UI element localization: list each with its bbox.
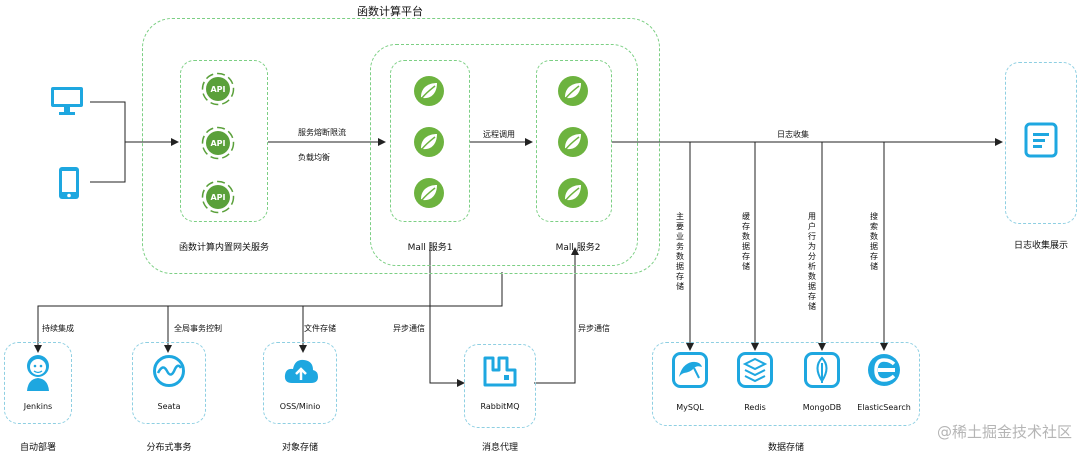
storage-item-mongodb: MongoDB: [802, 403, 842, 412]
rabbitmq-name: RabbitMQ: [480, 402, 520, 411]
log-display-label: 日志收集展示: [1013, 241, 1069, 251]
edge-label-main-store: 主要业务数据存储: [676, 212, 684, 291]
jenkins-name: Jenkins: [23, 402, 53, 411]
edge-label-circuit-breaker: 服务熔断限流: [298, 128, 346, 137]
gateway-label: 函数计算内置网关服务: [178, 243, 270, 253]
mall1-label: Mall 服务1: [407, 243, 453, 253]
mall2-label: Mall 服务2: [555, 243, 601, 253]
spring-icon: [557, 126, 589, 162]
edge-label-remote-call: 远程调用: [483, 130, 515, 139]
edge-label-ci: 持续集成: [42, 324, 74, 333]
cloud-upload-icon: [283, 356, 319, 390]
seata-box: [132, 342, 206, 424]
svg-text:API: API: [210, 85, 225, 94]
mobile-phone-icon: [58, 166, 80, 204]
seata-group-label: 分布式事务: [146, 443, 192, 453]
mall2-box: [536, 60, 612, 222]
svg-text:API: API: [210, 139, 225, 148]
spring-icon: [557, 177, 589, 213]
document-icon: [1024, 122, 1058, 162]
edge-label-search-store: 搜索数据存储: [870, 212, 878, 271]
spring-icon: [413, 126, 445, 162]
mall-services-box: [370, 44, 638, 266]
jenkins-box: [4, 342, 72, 424]
log-display-box: [1005, 62, 1077, 224]
watermark: @稀土掘金技术社区: [936, 423, 1072, 441]
oss-group-label: 对象存储: [281, 443, 319, 453]
jenkins-group-label: 自动部署: [19, 443, 57, 453]
edge-label-log-collect: 日志收集: [777, 130, 809, 139]
api-icon: API: [201, 180, 235, 218]
spring-icon: [557, 75, 589, 111]
storage-item-elasticsearch: ElasticSearch: [857, 403, 911, 412]
rabbitmq-icon: [483, 354, 517, 392]
storage-item-mysql: MySQL: [676, 403, 704, 412]
edge-label-file-store: 文件存储: [304, 324, 336, 333]
mall1-box: [390, 60, 470, 222]
spring-icon: [413, 177, 445, 213]
mysql-dolphin-icon: [672, 352, 708, 392]
edge-label-tx-control: 全局事务控制: [174, 324, 222, 333]
seata-wave-icon: [152, 354, 186, 392]
gateway-box: [180, 60, 268, 222]
oss-name: OSS/Minio: [279, 402, 321, 411]
edge-label-behavior-store: 用户行为分析数据存储: [808, 212, 816, 311]
jenkins-butler-icon: [22, 352, 54, 396]
platform-title: 函数计算平台: [357, 5, 423, 18]
spring-icon: [413, 75, 445, 111]
rabbitmq-box: [464, 344, 536, 428]
api-icon: API: [201, 126, 235, 164]
data-storage-box: [652, 342, 920, 426]
redis-stack-icon: [737, 352, 773, 392]
function-compute-platform: [142, 18, 660, 274]
api-icon: API: [201, 72, 235, 110]
desktop-monitor-icon: [50, 86, 84, 120]
edge-label-load-balance: 负载均衡: [298, 153, 330, 162]
seata-name: Seata: [157, 402, 181, 411]
storage-group-label: 数据存储: [767, 443, 805, 453]
edge-label-async-2: 异步通信: [578, 324, 610, 333]
mongodb-leaf-icon: [804, 352, 840, 392]
oss-box: [263, 342, 337, 424]
storage-item-redis: Redis: [744, 403, 766, 412]
mq-group-label: 消息代理: [481, 443, 519, 453]
edge-label-cache-store: 缓存数据存储: [742, 212, 750, 271]
svg-text:API: API: [210, 193, 225, 202]
elasticsearch-icon: [866, 352, 902, 392]
edge-label-async-1: 异步通信: [393, 324, 425, 333]
